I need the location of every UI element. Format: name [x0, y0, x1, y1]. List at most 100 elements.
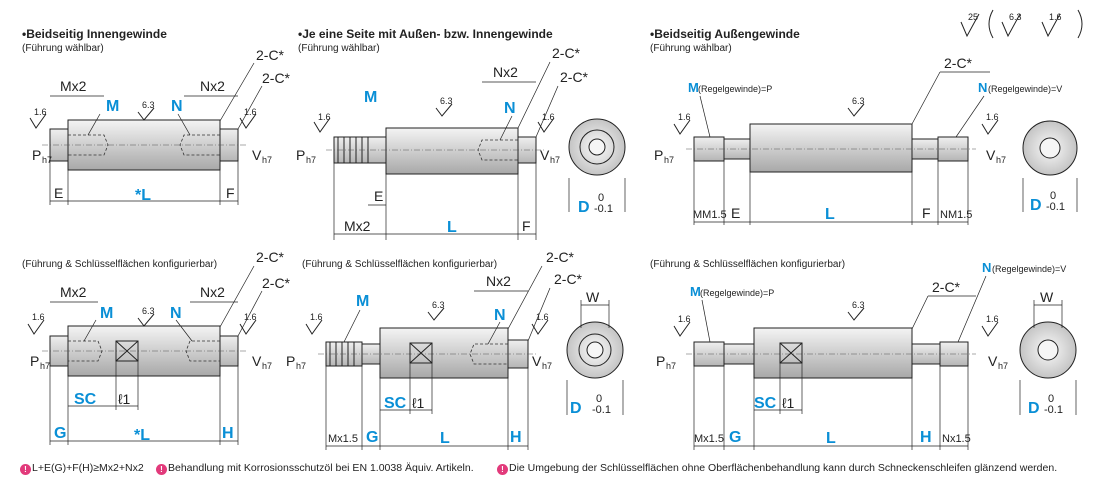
svg-text:P: P: [654, 147, 663, 163]
panel-title: •Beidseitig Innengewinde: [22, 27, 167, 41]
svg-text:*L: *L: [134, 427, 150, 444]
svg-text:1.6: 1.6: [244, 107, 257, 117]
svg-text:L: L: [826, 430, 836, 447]
wrench-flat: [115, 340, 139, 362]
svg-text:L: L: [440, 430, 450, 447]
shaft-body: [379, 327, 509, 379]
svg-text:6.3: 6.3: [852, 96, 865, 106]
svg-text:M: M: [364, 89, 377, 106]
svg-text:Nx2: Nx2: [200, 78, 225, 94]
svg-text:M: M: [356, 293, 369, 310]
svg-text:h7: h7: [262, 155, 272, 165]
svg-text:1.6: 1.6: [318, 112, 331, 122]
svg-text:D: D: [578, 199, 590, 216]
panel-subtitle: (Führung wählbar): [650, 43, 732, 54]
svg-text:E: E: [374, 188, 383, 204]
svg-text:2-C*: 2-C*: [944, 55, 973, 71]
svg-text:-0.1: -0.1: [1044, 404, 1063, 416]
svg-text:M: M: [688, 80, 699, 95]
shaft-body: [749, 123, 913, 173]
svg-text:0: 0: [596, 393, 602, 405]
panel-bot-left: (Führung & Schlüsselflächen konfigurierb…: [22, 249, 291, 445]
svg-text:E: E: [731, 205, 740, 221]
svg-text:1.6: 1.6: [542, 112, 555, 122]
shaft-body: [753, 327, 913, 379]
svg-text:h7: h7: [998, 361, 1008, 371]
svg-text:M: M: [690, 284, 701, 299]
warning-icon: !: [497, 464, 508, 475]
svg-text:0: 0: [1048, 393, 1054, 405]
svg-text:L: L: [447, 219, 457, 236]
panel-subtitle: (Führung wählbar): [298, 43, 380, 54]
svg-text:-0.1: -0.1: [594, 203, 613, 215]
svg-text:W: W: [1040, 289, 1054, 305]
svg-text:h7: h7: [996, 155, 1006, 165]
svg-text:G: G: [366, 429, 378, 446]
svg-text:6.3: 6.3: [440, 96, 453, 106]
svg-text:2-C*: 2-C*: [262, 275, 291, 291]
svg-text:1.6: 1.6: [1049, 12, 1062, 22]
svg-text:6.3: 6.3: [1009, 12, 1022, 22]
svg-text:2-C*: 2-C*: [262, 70, 291, 86]
dim-L: *L: [135, 187, 151, 204]
svg-text:1.6: 1.6: [34, 107, 47, 117]
svg-text:Mx2: Mx2: [344, 218, 371, 234]
svg-text:N: N: [170, 305, 182, 322]
svg-text:F: F: [922, 205, 931, 221]
svg-text:1.6: 1.6: [986, 112, 999, 122]
svg-text:V: V: [532, 353, 542, 369]
svg-text:Nx2: Nx2: [493, 64, 518, 80]
svg-text:P: P: [296, 147, 305, 163]
svg-text:G: G: [729, 429, 741, 446]
panel-subtitle: (Führung wählbar): [22, 43, 104, 54]
panel-top-left: •Beidseitig Innengewinde (Führung wählba…: [22, 27, 291, 205]
svg-text:Nx2: Nx2: [200, 284, 225, 300]
svg-text:Mx1.5: Mx1.5: [694, 433, 724, 445]
svg-text:2-C*: 2-C*: [554, 271, 583, 287]
svg-text:N: N: [982, 260, 991, 275]
svg-text:P: P: [286, 353, 295, 369]
warning-icon: !: [156, 464, 167, 475]
svg-text:1.6: 1.6: [986, 314, 999, 324]
svg-text:N: N: [504, 100, 516, 117]
svg-text:D: D: [1030, 197, 1042, 214]
svg-text:F: F: [226, 185, 235, 201]
panel-bot-right: (Führung & Schlüsselflächen konfigurierb…: [650, 259, 1077, 450]
svg-text:6.3: 6.3: [142, 306, 155, 316]
svg-text:M: M: [100, 305, 113, 322]
svg-text:0: 0: [598, 192, 604, 204]
svg-text:6.3: 6.3: [142, 100, 155, 110]
svg-text:H: H: [222, 425, 234, 442]
svg-text:E: E: [54, 185, 63, 201]
svg-text:Mx2: Mx2: [60, 284, 87, 300]
svg-text:N: N: [494, 307, 506, 324]
panel-title: •Je eine Seite mit Außen- bzw. Innengewi…: [298, 27, 553, 41]
svg-text:h7: h7: [550, 155, 560, 165]
svg-text:P: P: [656, 353, 665, 369]
svg-text:H: H: [510, 429, 522, 446]
svg-text:SC: SC: [74, 391, 97, 408]
svg-text:N: N: [171, 98, 183, 115]
svg-text:h7: h7: [40, 361, 50, 371]
svg-text:NM1.5: NM1.5: [940, 209, 972, 221]
svg-text:1.6: 1.6: [32, 312, 45, 322]
panel-title: •Beidseitig Außengewinde: [650, 27, 800, 41]
svg-text:1.6: 1.6: [244, 312, 257, 322]
note-length-rule: !L+E(G)+F(H)≥Mx2+Nx2: [20, 462, 144, 475]
svg-text:V: V: [986, 147, 996, 163]
svg-text:G: G: [54, 425, 66, 442]
warning-icon: !: [20, 464, 31, 475]
svg-text:0: 0: [1050, 190, 1056, 202]
svg-text:Mx2: Mx2: [60, 78, 87, 94]
svg-text:H: H: [920, 429, 932, 446]
svg-text:6.3: 6.3: [852, 300, 865, 310]
svg-text:N: N: [978, 80, 987, 95]
svg-text:1.6: 1.6: [678, 314, 691, 324]
panel-subtitle: (Führung & Schlüsselflächen konfigurierb…: [650, 259, 845, 270]
svg-text:h7: h7: [542, 361, 552, 371]
svg-text:ℓ1: ℓ1: [412, 395, 425, 411]
svg-text:2-C*: 2-C*: [256, 47, 285, 63]
svg-text:D: D: [570, 400, 582, 417]
note-wrench-flats: !Die Umgebung der Schlüsselflächen ohne …: [497, 462, 1057, 475]
